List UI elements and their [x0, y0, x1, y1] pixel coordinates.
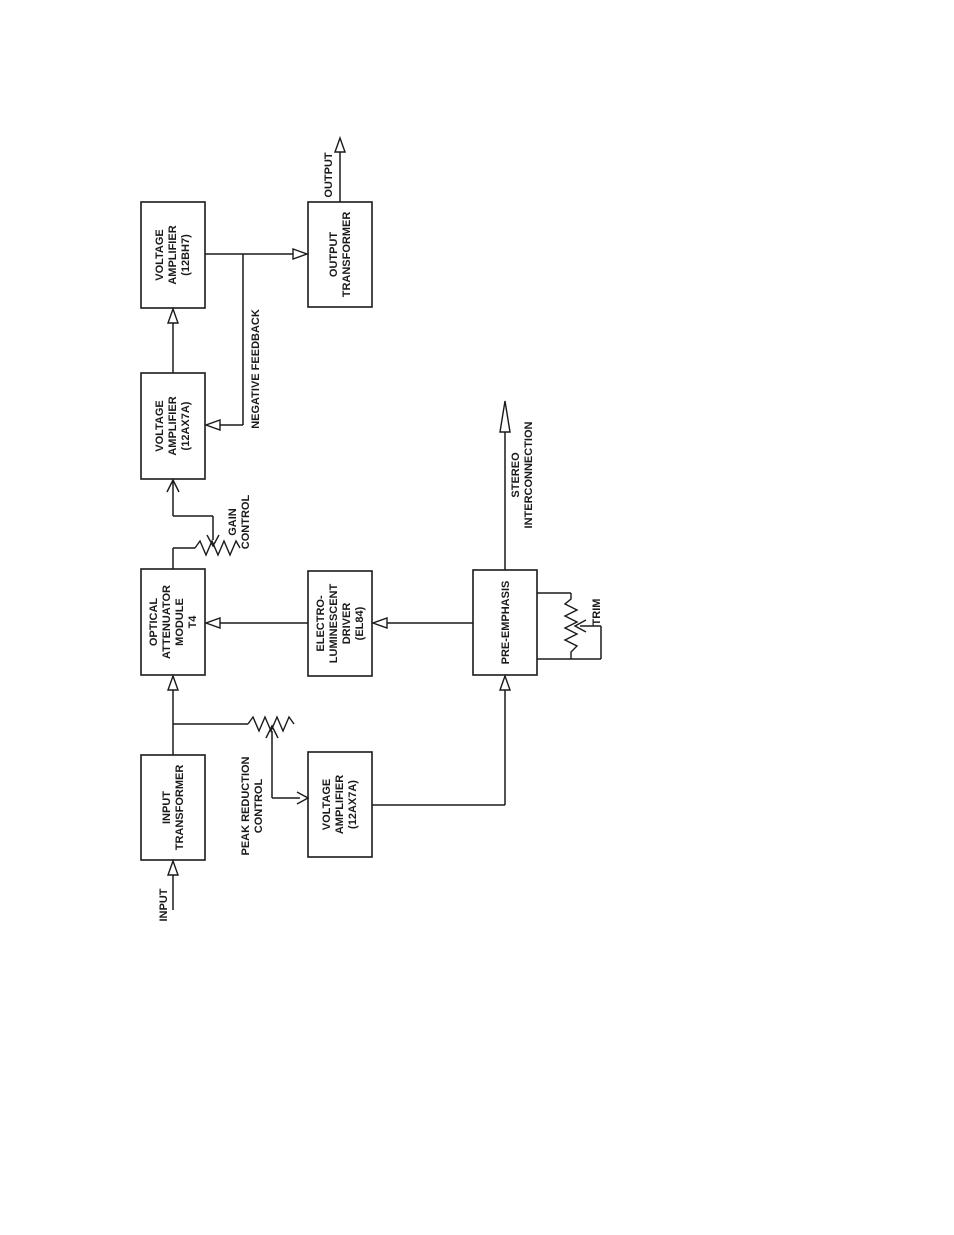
vamp-12bh7-line-3: (12BH7) — [180, 234, 192, 276]
output-arrow-icon — [335, 138, 345, 152]
stereo-arrow-icon — [500, 401, 510, 432]
block-optical-attenuator: OPTICAL ATTENUATOR MODULE T4 — [141, 569, 205, 675]
block-voltage-amplifier-12ax7a-top: VOLTAGE AMPLIFIER (12AX7A) — [141, 373, 205, 479]
block-voltage-amplifier-12bh7: VOLTAGE AMPLIFIER (12BH7) — [141, 202, 205, 308]
trim-network: TRIM — [537, 593, 603, 659]
peak-reduction-label-1: PEAK REDUCTION — [240, 756, 252, 855]
output-connection: OUTPUT — [323, 138, 345, 202]
vamp-bottom-line-3: (12AX7A) — [347, 780, 359, 829]
optical-attenuator-line-4: T4 — [187, 615, 199, 629]
block-electroluminescent-driver: ELECTRO- LUMINESCENT DRIVER (EL84) — [308, 571, 372, 676]
input-arrow-icon — [168, 861, 178, 875]
pre-emphasis-input-arrow-icon — [500, 676, 510, 690]
optical-attenuator-line-2: ATTENUATOR — [161, 585, 173, 659]
output-transformer-input-arrow-icon — [293, 249, 307, 259]
vamp-top-line-1: VOLTAGE — [154, 400, 166, 452]
gain-control-label-2: CONTROL — [240, 495, 252, 550]
output-transformer-line-1: OUTPUT — [328, 232, 340, 278]
attenuator-side-arrow-icon — [206, 618, 220, 628]
pre-emphasis-to-el-driver — [373, 618, 473, 628]
block-output-transformer: OUTPUT TRANSFORMER — [308, 202, 372, 307]
vamp-12bh7-line-2: AMPLIFIER — [167, 225, 179, 284]
attenuator-input-arrow-icon — [168, 676, 178, 690]
output-transformer-line-2: TRANSFORMER — [341, 212, 353, 298]
el-driver-line-4: (EL84) — [354, 606, 366, 640]
vamp-top-line-3: (12AX7A) — [180, 401, 192, 450]
el-driver-line-2: LUMINESCENT — [328, 584, 340, 664]
stereo-interconnection-link: STEREO INTERCONNECTION — [500, 401, 535, 570]
el-driver-line-1: ELECTRO- — [315, 595, 327, 652]
vamp-bottom-to-pre-emphasis — [372, 676, 510, 805]
vamp-top-line-2: AMPLIFIER — [167, 396, 179, 455]
el-driver-to-attenuator — [206, 618, 308, 628]
peak-reduction-label-2: CONTROL — [253, 779, 265, 834]
vamp-12bh7-line-1: VOLTAGE — [154, 229, 166, 281]
vamp-top-to-12bh7 — [168, 309, 178, 373]
input-label: INPUT — [158, 888, 170, 921]
gain-control-resistor-icon — [195, 541, 240, 555]
input-transformer-line-1: INPUT — [161, 791, 173, 824]
12bh7-input-arrow-icon — [168, 309, 178, 323]
transformer-to-attenuator — [168, 676, 178, 755]
12bh7-to-output-transformer — [205, 249, 307, 259]
stereo-label-1: STEREO — [510, 452, 522, 498]
gain-control-branch: GAIN CONTROL — [167, 480, 252, 569]
trim-label: TRIM — [591, 599, 603, 626]
input-transformer-line-2: TRANSFORMER — [174, 765, 186, 851]
output-label: OUTPUT — [323, 152, 335, 198]
feedback-arrow-icon — [206, 420, 220, 430]
block-pre-emphasis: PRE-EMPHASIS — [473, 570, 537, 675]
gain-control-label-1: GAIN — [227, 508, 239, 536]
optical-attenuator-line-1: OPTICAL — [148, 598, 160, 647]
optical-attenuator-line-3: MODULE — [174, 598, 186, 646]
block-voltage-amplifier-12ax7a-bottom: VOLTAGE AMPLIFIER (12AX7A) — [308, 752, 372, 857]
el-driver-input-arrow-icon — [373, 618, 387, 628]
block-input-transformer: INPUT TRANSFORMER — [141, 755, 205, 860]
vamp-bottom-line-1: VOLTAGE — [321, 779, 333, 831]
stereo-label-2: INTERCONNECTION — [523, 421, 535, 528]
negative-feedback-label: NEGATIVE FEEDBACK — [250, 309, 262, 429]
el-driver-line-3: DRIVER — [341, 603, 353, 645]
input-connection: INPUT — [158, 861, 178, 922]
pre-emphasis-label: PRE-EMPHASIS — [500, 581, 512, 665]
vamp-bottom-line-2: AMPLIFIER — [334, 775, 346, 834]
negative-feedback-loop: NEGATIVE FEEDBACK — [206, 254, 262, 430]
